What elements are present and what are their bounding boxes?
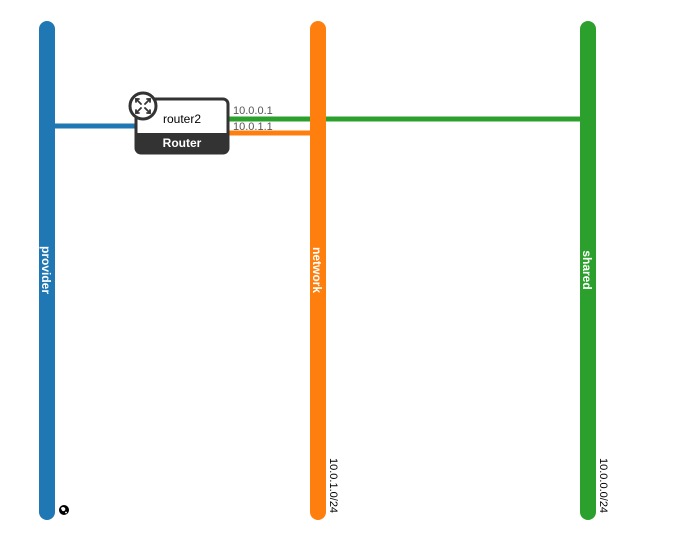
globe-icon xyxy=(59,505,69,515)
router-icon xyxy=(128,91,158,121)
interface-ip-network: 10.0.1.1 xyxy=(233,121,273,133)
router-name: router2 xyxy=(163,112,201,126)
network-network-label: network xyxy=(310,247,324,293)
network-provider-label: provider xyxy=(39,246,53,294)
network-shared[interactable]: shared 10.0.0.0/24 xyxy=(580,21,609,520)
router-type-strip xyxy=(136,133,228,153)
router-node[interactable]: router2 Router xyxy=(128,91,230,155)
network-shared-cidr: 10.0.0.0/24 xyxy=(597,458,609,513)
network-shared-label: shared xyxy=(580,250,594,289)
router-type-label: Router xyxy=(163,136,202,150)
interface-ip-shared: 10.0.0.1 xyxy=(233,105,273,117)
network-network[interactable]: network 10.0.1.0/24 xyxy=(310,21,339,520)
network-shared-bar[interactable] xyxy=(580,21,596,520)
network-network-cidr: 10.0.1.0/24 xyxy=(327,458,339,513)
network-provider[interactable]: provider xyxy=(39,21,69,520)
network-network-bar[interactable] xyxy=(310,21,326,520)
network-provider-bar[interactable] xyxy=(39,21,55,520)
